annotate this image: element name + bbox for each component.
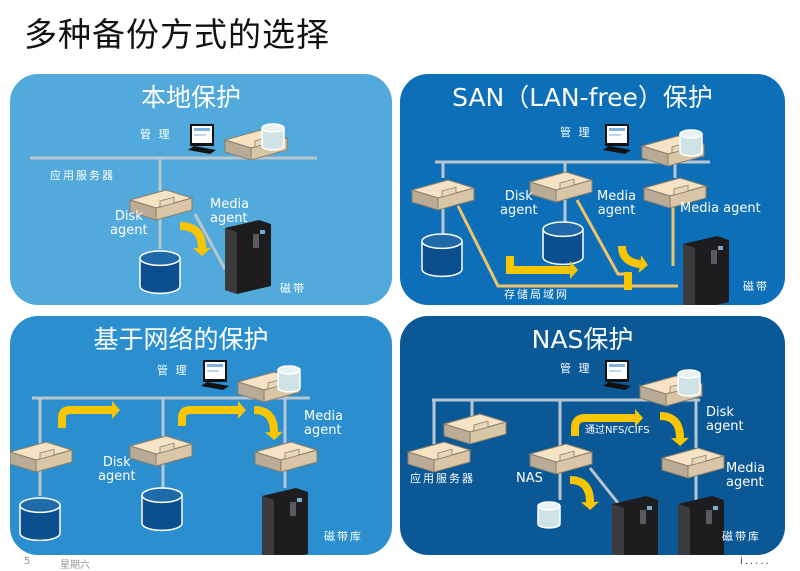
management-label: 管 理 xyxy=(560,362,592,375)
disk-agent-label: Disk agent xyxy=(110,209,148,238)
app-server-icon xyxy=(128,189,194,221)
media-agent-label: Media agent xyxy=(304,409,344,438)
disk-agent-label: Disk agent xyxy=(706,405,744,434)
server-icon xyxy=(10,441,74,473)
backup-arrow xyxy=(253,406,278,433)
tape-library-label: 磁带库 xyxy=(722,530,761,543)
nas-diagram xyxy=(406,360,726,555)
tape-label: 磁带 xyxy=(743,280,769,293)
backup-arrow xyxy=(618,245,641,268)
arrowhead-icon xyxy=(671,437,689,446)
backup-arrow xyxy=(659,412,684,439)
disk-icon xyxy=(19,497,61,542)
disk-icon xyxy=(141,487,183,532)
management-db-icon xyxy=(261,123,285,151)
management-pc-icon xyxy=(603,360,631,390)
panel-network-protection: 基于网络的保护 管 理 Disk agent Media agent 磁带库 xyxy=(10,316,392,555)
management-db-icon xyxy=(677,369,701,397)
nas-label: NAS xyxy=(516,471,543,486)
panel-title: NAS保护 xyxy=(531,325,634,354)
app-server-label: 应用服务器 xyxy=(410,472,475,485)
nfs-cifs-label: 通过NFS/CIFS xyxy=(585,425,650,436)
media-agent-label-2: Media agent xyxy=(680,201,761,216)
backup-arrow xyxy=(58,406,112,428)
management-label: 管 理 xyxy=(560,126,592,139)
backup-arrow xyxy=(571,414,635,436)
arrowhead-icon xyxy=(193,247,211,256)
app-server-icon xyxy=(442,413,508,445)
disk-icon xyxy=(537,501,561,529)
app-server-icon xyxy=(406,441,472,473)
management-db-icon xyxy=(277,365,301,393)
network-diagram xyxy=(10,360,319,555)
san-label: 存储局域网 xyxy=(504,288,569,301)
media-agent-server-icon xyxy=(642,177,708,209)
arrowhead-icon xyxy=(112,401,120,419)
server-icon xyxy=(410,179,476,211)
management-pc-icon xyxy=(603,124,631,154)
panel-title: SAN（LAN-free）保护 xyxy=(452,83,713,112)
management-db-icon xyxy=(679,129,703,157)
san-link xyxy=(456,205,678,288)
management-pc-icon xyxy=(188,124,216,154)
slide-title: 多种备份方式的选择 xyxy=(24,15,330,54)
san-diagram xyxy=(410,124,729,305)
panel-nas-protection: NAS保护 管 理 应用服务器 NAS 通过NFS/CIFS Disk agen… xyxy=(400,316,785,555)
panel-san-protection: SAN（LAN-free）保护 管 理 Disk agent Media age… xyxy=(400,74,785,305)
disk-icon xyxy=(542,221,584,266)
san-switch-icon xyxy=(624,272,632,290)
footer-text: 星期六 xyxy=(60,560,90,571)
tape-library-icon xyxy=(612,496,658,555)
tape-library-icon xyxy=(225,220,271,294)
panel-local-protection: 本地保护 管 理 应用服务器 Disk agent Media agent 磁带 xyxy=(10,74,392,305)
media-agent-label: Media agent xyxy=(726,461,766,490)
backup-arrow xyxy=(178,406,238,426)
arrowhead-icon xyxy=(581,501,599,510)
tape-library-icon xyxy=(678,496,724,555)
tape-library-label: 磁带库 xyxy=(324,530,363,543)
tape-label: 磁带 xyxy=(280,282,306,295)
media-agent-label: Media agent xyxy=(210,197,250,226)
nas-server-icon xyxy=(528,443,594,475)
app-server-label: 应用服务器 xyxy=(50,169,115,182)
arrowhead-icon xyxy=(265,431,283,440)
panel-title: 本地保护 xyxy=(140,83,241,112)
panel-title: 基于网络的保护 xyxy=(93,325,269,354)
media-agent-server-icon xyxy=(660,447,726,479)
media-agent-label: Media agent xyxy=(597,189,637,218)
tape-library-icon xyxy=(683,236,729,305)
disk-agent-server-icon xyxy=(128,435,194,467)
disk-icon xyxy=(421,233,463,278)
backup-arrow xyxy=(506,256,570,274)
media-agent-server-icon xyxy=(253,441,319,473)
management-label: 管 理 xyxy=(140,128,172,141)
management-label: 管 理 xyxy=(157,364,189,377)
backup-arrow xyxy=(569,476,594,503)
arrowhead-icon xyxy=(570,261,578,279)
arrowhead-icon xyxy=(238,401,246,419)
disk-agent-label: Disk agent xyxy=(98,455,136,484)
disk-agent-label: Disk agent xyxy=(500,189,538,218)
corner-mark: i..... xyxy=(740,556,771,567)
local-diagram xyxy=(30,123,317,295)
management-pc-icon xyxy=(201,360,229,390)
tape-library-icon xyxy=(262,488,308,555)
backup-arrow xyxy=(179,222,206,249)
arrowhead-icon xyxy=(635,409,643,427)
arrowhead-icon xyxy=(638,255,648,273)
disk-icon xyxy=(139,250,181,295)
disk-agent-server-icon xyxy=(528,171,594,203)
page-number: 5 xyxy=(24,556,31,567)
